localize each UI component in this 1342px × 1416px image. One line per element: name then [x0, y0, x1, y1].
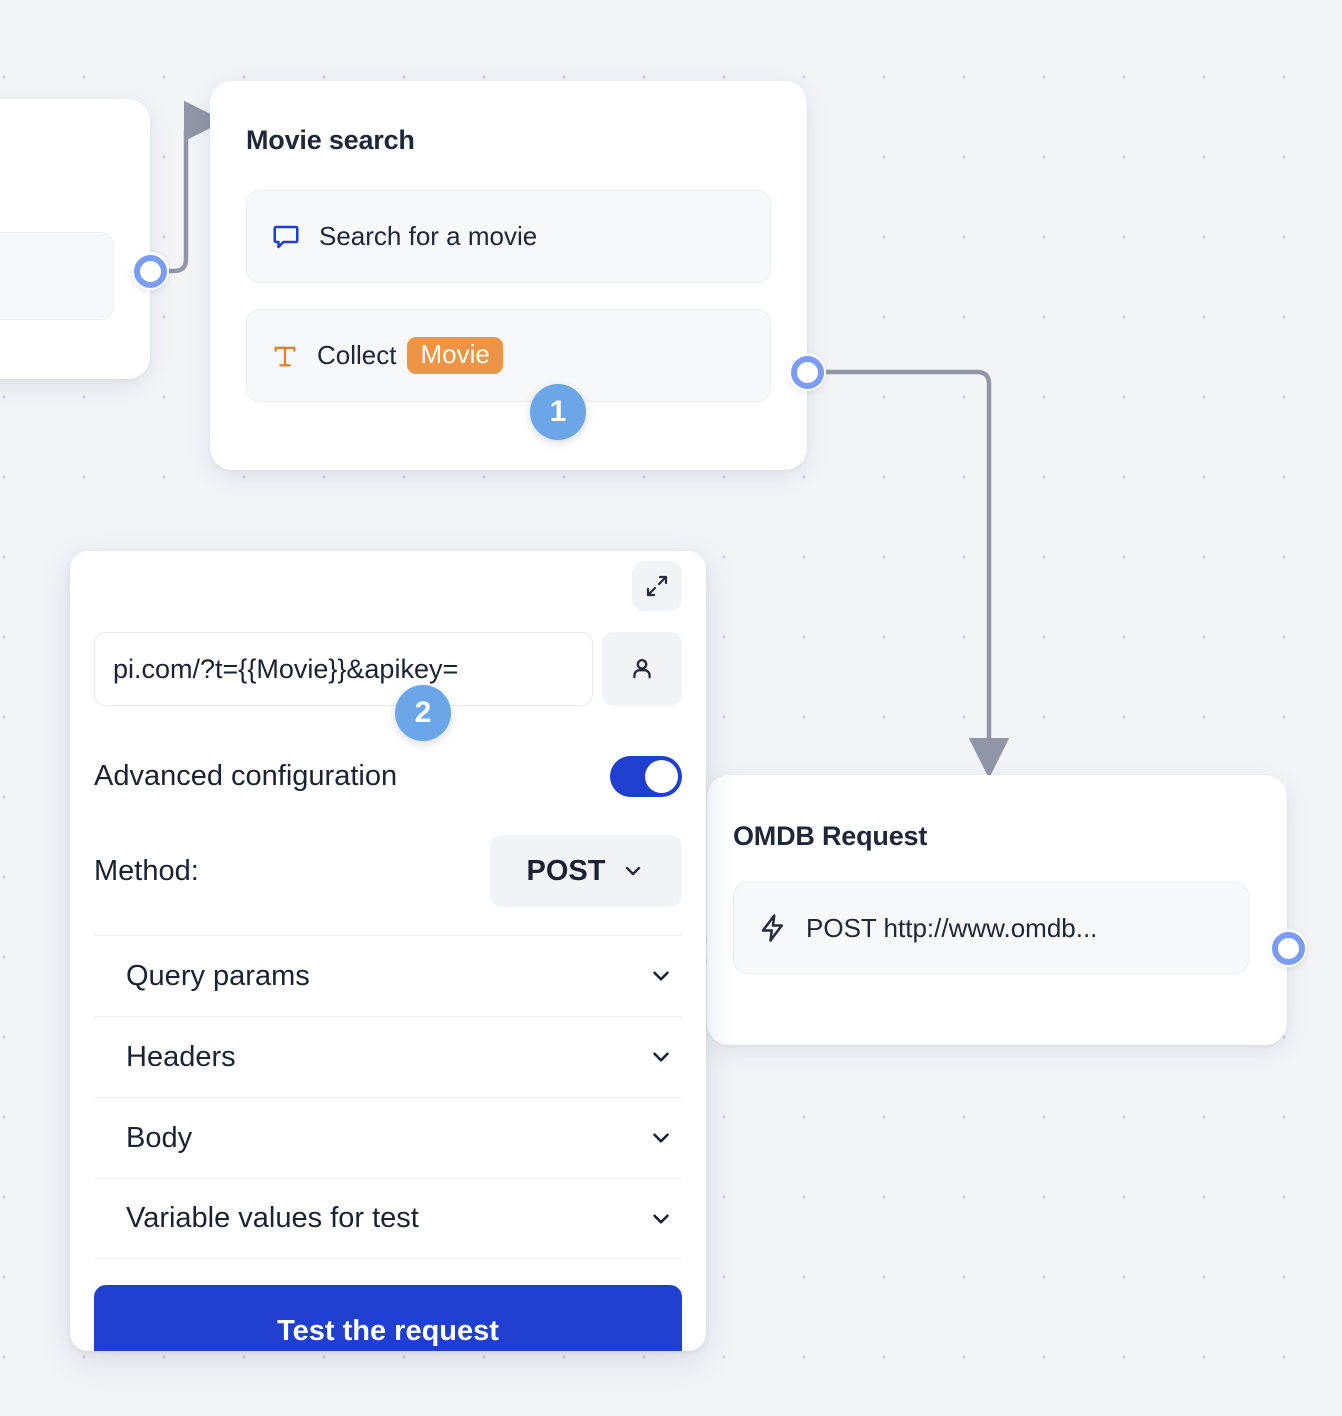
- request-config-panel[interactable]: Advanced configuration Method: POST Quer…: [70, 551, 706, 1351]
- section-label: Headers: [126, 1041, 236, 1074]
- node-row-collect-movie[interactable]: Collect Movie: [246, 309, 771, 402]
- expand-diagonal-icon: [645, 574, 669, 598]
- method-row: Method: POST: [94, 835, 682, 907]
- variable-pill-movie[interactable]: Movie: [407, 337, 502, 374]
- request-sections-accordion: Query params Headers Body Variable value…: [94, 935, 682, 1259]
- omdb-request-title: OMDB Request: [733, 821, 1249, 852]
- port-omdb-request-output[interactable]: [1269, 929, 1307, 967]
- node-row-search-for-a-movie[interactable]: Search for a movie: [246, 190, 771, 283]
- url-row[interactable]: [94, 632, 682, 706]
- node-row-label-text: Collect: [317, 340, 396, 371]
- chat-bubble-icon: [271, 222, 301, 252]
- edge-prev-to-movie: [150, 121, 202, 271]
- advanced-configuration-label: Advanced configuration: [94, 760, 397, 793]
- node-row-omdb-post[interactable]: POST http://www.omdb...: [733, 882, 1249, 974]
- node-row-label: Collect Movie: [317, 337, 503, 374]
- chevron-down-icon: [648, 963, 674, 989]
- section-label: Variable values for test: [126, 1202, 419, 1235]
- step-badge-2: 2: [395, 685, 451, 741]
- port-previous-output[interactable]: [131, 252, 169, 290]
- movie-search-title: Movie search: [246, 125, 771, 156]
- method-select[interactable]: POST: [490, 835, 682, 907]
- method-selected-value: POST: [527, 855, 606, 888]
- request-url-input[interactable]: [94, 632, 593, 706]
- chevron-down-icon: [648, 1125, 674, 1151]
- test-the-request-button[interactable]: Test the request: [94, 1285, 682, 1351]
- edge-movie-to-omdb: [826, 372, 989, 756]
- node-row-label: POST http://www.omdb...: [806, 913, 1097, 944]
- section-label: Body: [126, 1122, 192, 1155]
- chevron-down-icon: [621, 859, 645, 883]
- text-type-icon: [271, 342, 299, 370]
- previous-node-row[interactable]: [0, 232, 114, 320]
- node-row-label: Search for a movie: [319, 221, 537, 252]
- advanced-configuration-toggle[interactable]: [610, 756, 682, 797]
- section-label: Query params: [126, 960, 310, 993]
- section-query-params[interactable]: Query params: [94, 935, 682, 1016]
- auth-user-button[interactable]: [602, 632, 682, 706]
- chevron-down-icon: [648, 1044, 674, 1070]
- omdb-request-card[interactable]: OMDB Request POST http://www.omdb...: [707, 775, 1287, 1045]
- section-variable-values-for-test[interactable]: Variable values for test: [94, 1178, 682, 1259]
- section-headers[interactable]: Headers: [94, 1016, 682, 1097]
- expand-panel-button[interactable]: [632, 561, 682, 611]
- port-movie-search-output[interactable]: [788, 353, 826, 391]
- step-badge-1: 1: [530, 384, 586, 440]
- movie-search-card[interactable]: Movie search Search for a movie Collect …: [210, 81, 807, 470]
- person-icon: [628, 655, 656, 683]
- advanced-configuration-row: Advanced configuration: [94, 756, 682, 797]
- previous-node-card[interactable]: [0, 99, 150, 379]
- method-label: Method:: [94, 855, 199, 888]
- section-body[interactable]: Body: [94, 1097, 682, 1178]
- chevron-down-icon: [648, 1206, 674, 1232]
- lightning-bolt-icon: [758, 913, 788, 943]
